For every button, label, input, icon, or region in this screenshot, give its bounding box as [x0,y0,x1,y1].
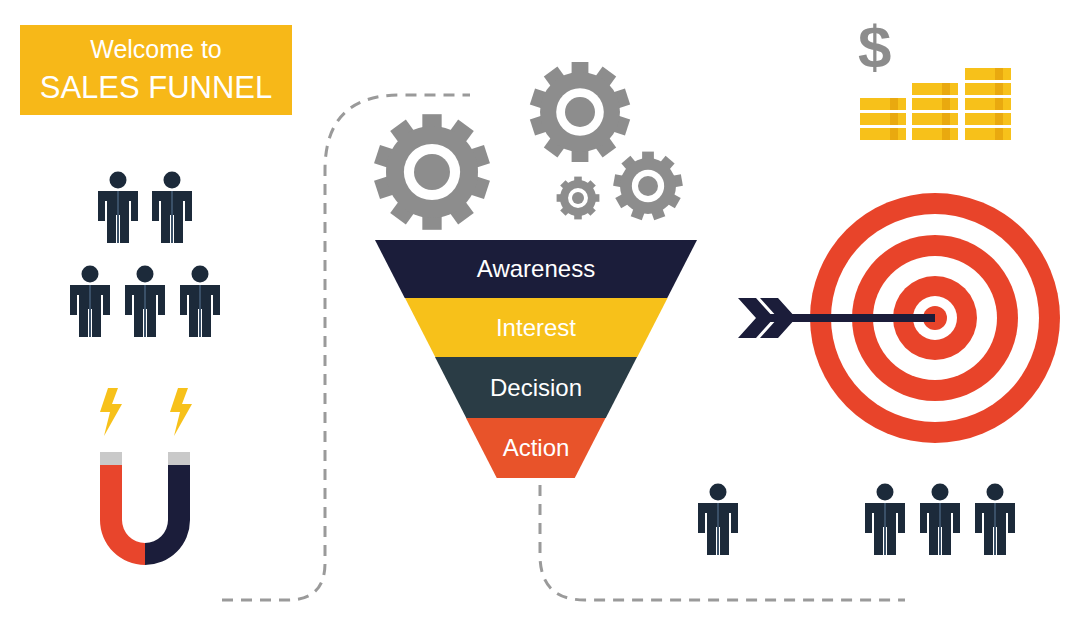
gears [374,62,683,230]
coin-shade [995,128,1003,140]
person-icon [920,484,960,556]
coin [860,113,906,125]
stage-label: Decision [490,374,582,402]
band-fill [466,418,606,478]
coin-shade [942,113,950,125]
coin-shade [995,83,1003,95]
person-icon [180,266,220,338]
coin [912,83,958,95]
gear-icon [374,114,490,230]
coin-shade [890,98,898,110]
coin [965,98,1011,110]
magnet-icon [100,388,192,565]
person-icon [98,172,138,244]
band-fill [435,357,637,418]
coin-shade [942,128,950,140]
person-icon [975,484,1015,556]
coin [912,128,958,140]
title-text: SALES FUNNEL [40,70,273,106]
coin [860,98,906,110]
coin [965,113,1011,125]
coin-shade [942,83,950,95]
coin [965,128,1011,140]
stage-label: Interest [496,314,576,342]
coin [860,128,906,140]
person-icon [698,484,738,556]
coin-shade [890,128,898,140]
coin-stacks [860,68,1011,140]
title-box: Welcome to SALES FUNNEL [20,25,292,115]
dollar-sign: $ [858,18,891,78]
stage-label: Action [503,434,570,462]
person-icon [865,484,905,556]
coin [965,68,1011,80]
coin-shade [890,113,898,125]
funnel-band: Awareness [375,240,697,298]
coin-shade [995,98,1003,110]
title-text: Welcome to [90,35,222,64]
gear-icon [530,62,630,162]
coin-shade [995,68,1003,80]
funnel-band: Action [466,418,606,478]
band-fill [405,298,668,357]
person-icon [125,266,165,338]
coin-shade [995,113,1003,125]
person-icon [152,172,192,244]
coin [965,83,1011,95]
stage-label: Awareness [477,255,595,283]
arrow-icon [738,298,935,338]
gear-icon [557,177,600,220]
coin [912,113,958,125]
funnel-band: Decision [435,357,637,418]
gear-icon [613,152,683,221]
funnel-band: Interest [405,298,668,357]
coin [912,98,958,110]
coin-shade [942,98,950,110]
person-icon [70,266,110,338]
band-fill [375,240,697,298]
